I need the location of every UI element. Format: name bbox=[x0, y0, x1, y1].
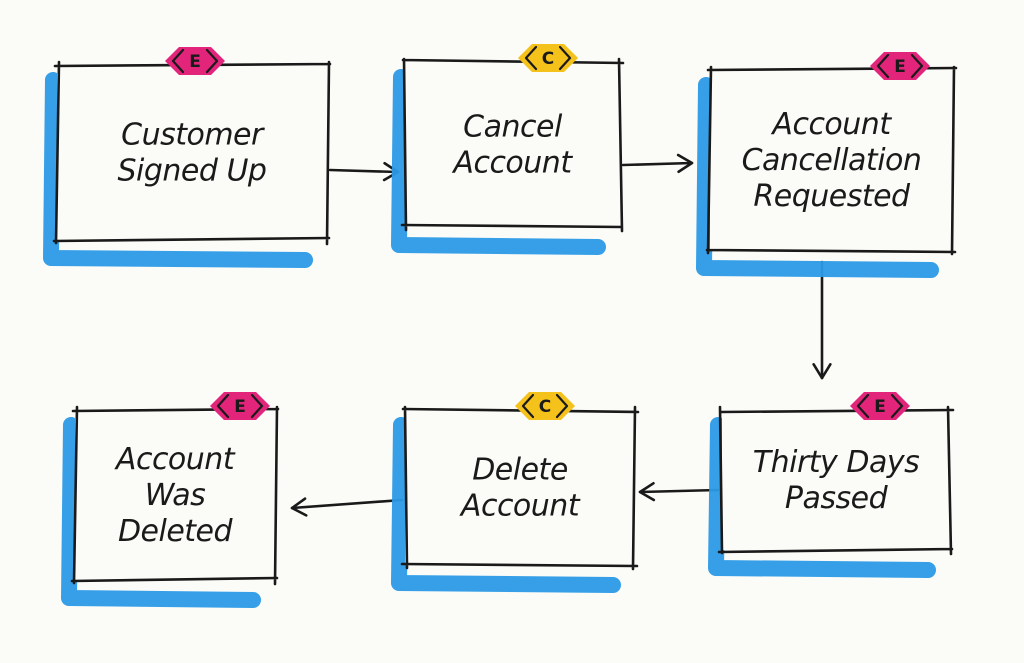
arrow-delete-account-to-account-was-deleted bbox=[290, 497, 404, 517]
event-tag-chevrons bbox=[171, 48, 219, 74]
event-tag-chevrons bbox=[216, 393, 264, 419]
arrow-shaft bbox=[638, 488, 720, 494]
arrow-account-cancellation-requested-to-thirty-days-passed bbox=[812, 260, 832, 380]
event-tag-chevrons bbox=[876, 53, 924, 79]
arrow-head bbox=[676, 153, 694, 174]
arrow-thirty-days-passed-to-delete-account bbox=[638, 481, 720, 502]
card-text-line: Cancel bbox=[463, 110, 563, 145]
card-shadow bbox=[391, 417, 621, 593]
card-body bbox=[710, 70, 953, 250]
event-tag: E bbox=[165, 47, 225, 75]
card-text-line: Cancellation bbox=[742, 143, 922, 178]
card-text-line: Account bbox=[451, 146, 573, 181]
card-shadow bbox=[43, 72, 313, 268]
event-tag-label: E bbox=[874, 397, 886, 417]
command-tag-label: C bbox=[542, 49, 554, 69]
event-tag-label: E bbox=[189, 52, 201, 72]
card-text-line: Was bbox=[145, 478, 206, 513]
card-text-line: Signed Up bbox=[118, 154, 267, 189]
arrow-shaft bbox=[621, 161, 694, 167]
card-text-line: Account bbox=[770, 107, 892, 142]
arrow-head bbox=[290, 497, 308, 517]
command-tag: C bbox=[518, 44, 578, 72]
card-body bbox=[405, 410, 635, 565]
card-body bbox=[405, 62, 620, 227]
event-tag-label: E bbox=[894, 57, 906, 77]
card-text-line: Requested bbox=[753, 179, 911, 214]
card-text-line: Account bbox=[114, 442, 236, 477]
event-tag: E bbox=[850, 392, 910, 420]
arrow-head bbox=[812, 363, 832, 380]
arrows-layer bbox=[290, 153, 832, 517]
event-tag: E bbox=[210, 392, 270, 420]
card-shadow bbox=[708, 417, 936, 578]
card-outline bbox=[705, 65, 958, 256]
event-tag-chevrons bbox=[856, 393, 904, 419]
card-body bbox=[75, 410, 275, 580]
card-text-line: Passed bbox=[785, 481, 889, 516]
command-tag: C bbox=[515, 392, 575, 420]
card-shadow bbox=[696, 77, 939, 278]
card-text-line: Account bbox=[459, 489, 581, 524]
card-outline bbox=[717, 405, 955, 556]
card-text-line: Thirty Days bbox=[753, 445, 919, 480]
command-tag-chevrons bbox=[524, 45, 572, 71]
card-shadow bbox=[391, 69, 606, 255]
event-tag: E bbox=[870, 52, 930, 80]
card-body bbox=[722, 410, 950, 550]
card-shadow bbox=[61, 417, 261, 608]
event-tag-label: E bbox=[234, 397, 246, 417]
command-tag-chevrons bbox=[521, 393, 569, 419]
arrow-shaft bbox=[290, 498, 404, 510]
card-outline bbox=[400, 57, 625, 233]
card-text-line: Deleted bbox=[118, 514, 234, 549]
arrow-cancel-account-to-account-cancellation-requested bbox=[621, 153, 694, 174]
arrow-shaft bbox=[328, 168, 400, 174]
arrow-customer-signed-up-to-cancel-account bbox=[328, 161, 400, 182]
card-outline bbox=[70, 405, 280, 586]
card-text-line: Customer bbox=[121, 118, 265, 153]
arrow-head bbox=[638, 481, 656, 502]
card-body bbox=[57, 65, 327, 240]
command-tag-label: C bbox=[539, 397, 551, 417]
card-text-line: Delete bbox=[472, 453, 568, 488]
